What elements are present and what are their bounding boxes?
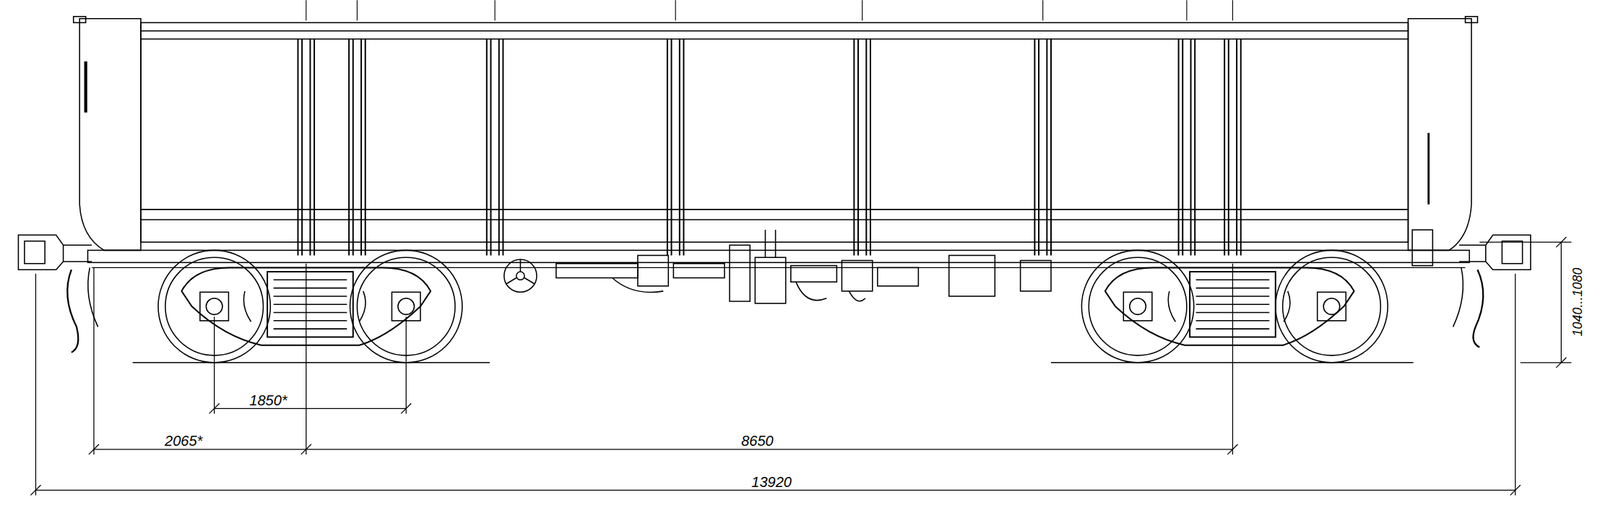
dimension-label: 1850* bbox=[247, 392, 289, 408]
end-mark bbox=[1427, 132, 1430, 205]
top-chord bbox=[140, 38, 1408, 40]
corner-cap bbox=[73, 16, 86, 23]
dimension-label: 1040...1080 bbox=[1571, 266, 1585, 339]
end-mark bbox=[84, 61, 88, 113]
bogie bbox=[158, 249, 463, 362]
top-chord bbox=[140, 30, 1408, 32]
end-wall bbox=[79, 18, 141, 251]
dimension-label: 2065* bbox=[163, 433, 204, 448]
corner-cap bbox=[1465, 16, 1478, 23]
belt-rail bbox=[140, 218, 1408, 221]
bogie bbox=[1081, 249, 1388, 362]
coupler bbox=[18, 234, 98, 352]
brake-equipment bbox=[556, 229, 1052, 304]
dimension-lines bbox=[30, 236, 1572, 495]
coupler bbox=[1412, 229, 1531, 347]
center-sill bbox=[87, 249, 1470, 263]
dimension-label: 8650 bbox=[739, 433, 776, 448]
side-stakes bbox=[297, 0, 1241, 255]
belt-rail bbox=[140, 208, 1408, 211]
dimension-label: 13920 bbox=[749, 474, 794, 490]
end-wall bbox=[1407, 18, 1472, 251]
rail-line bbox=[132, 361, 1414, 364]
hand-brake-wheel bbox=[504, 259, 537, 292]
side-panel bbox=[140, 22, 1408, 242]
